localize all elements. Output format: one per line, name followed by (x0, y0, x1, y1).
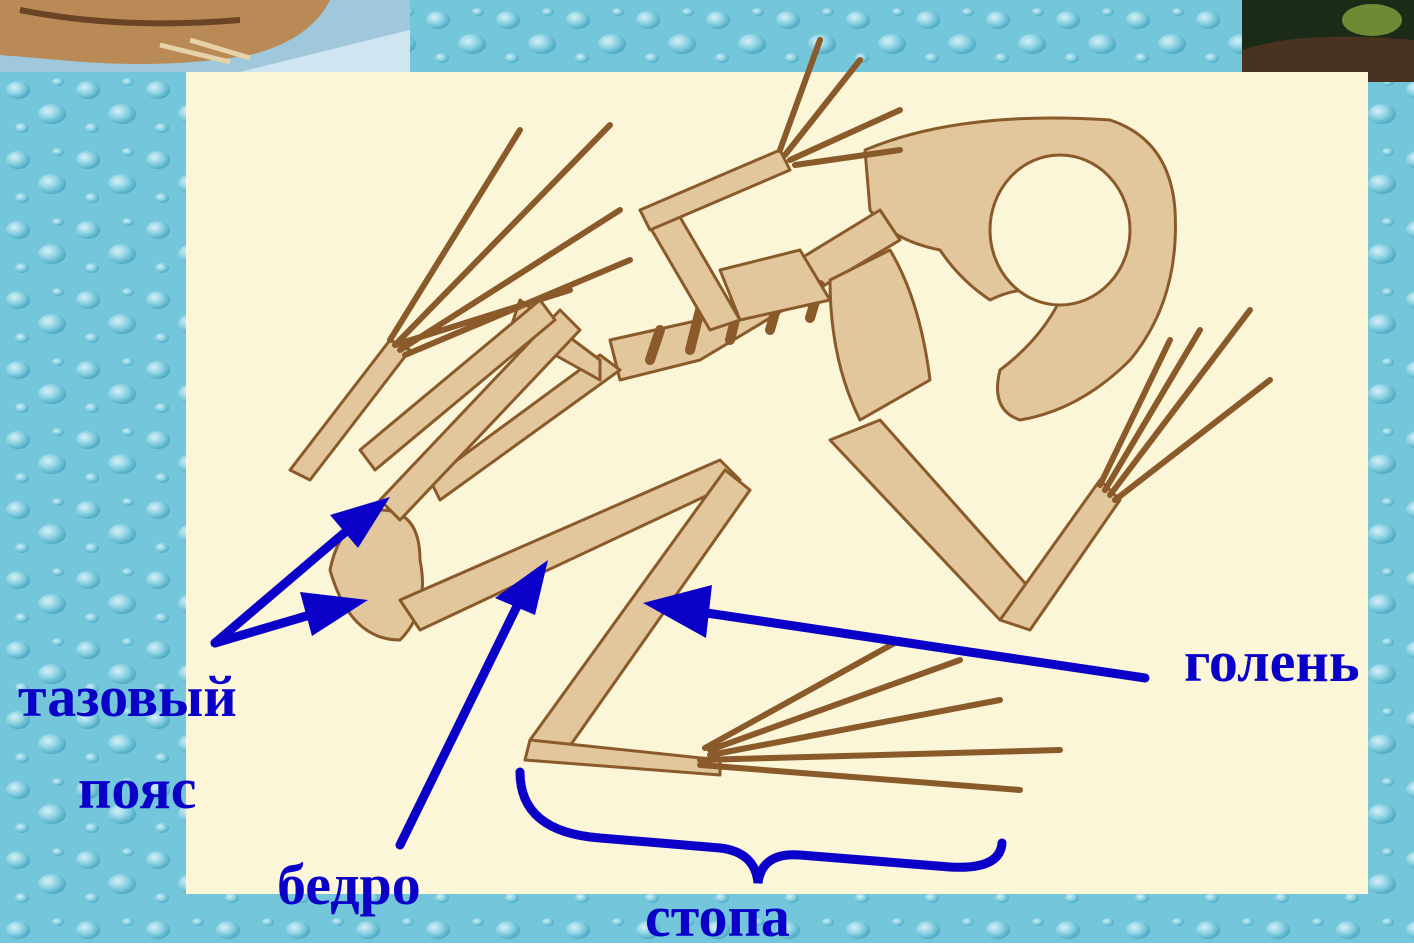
femur-arrow (400, 600, 520, 845)
label-shin: голень (1184, 633, 1360, 691)
label-pelvic-girdle-line2: пояс (78, 760, 196, 818)
humerus-right (830, 420, 1040, 620)
eye-socket (990, 155, 1130, 305)
label-foot: стопа (645, 888, 790, 946)
label-pelvic-girdle-line1: тазовый (18, 668, 237, 726)
toes-lower (700, 640, 1060, 790)
other-foot (290, 340, 410, 480)
forearm-right (1000, 480, 1120, 630)
forearm-left (640, 150, 790, 230)
label-femur: бедро (277, 856, 421, 914)
scapula (830, 250, 930, 420)
toes-upper-left (390, 125, 630, 355)
foot-brace (520, 772, 1002, 883)
shin-arrow (700, 612, 1145, 678)
tarsals (525, 740, 720, 775)
